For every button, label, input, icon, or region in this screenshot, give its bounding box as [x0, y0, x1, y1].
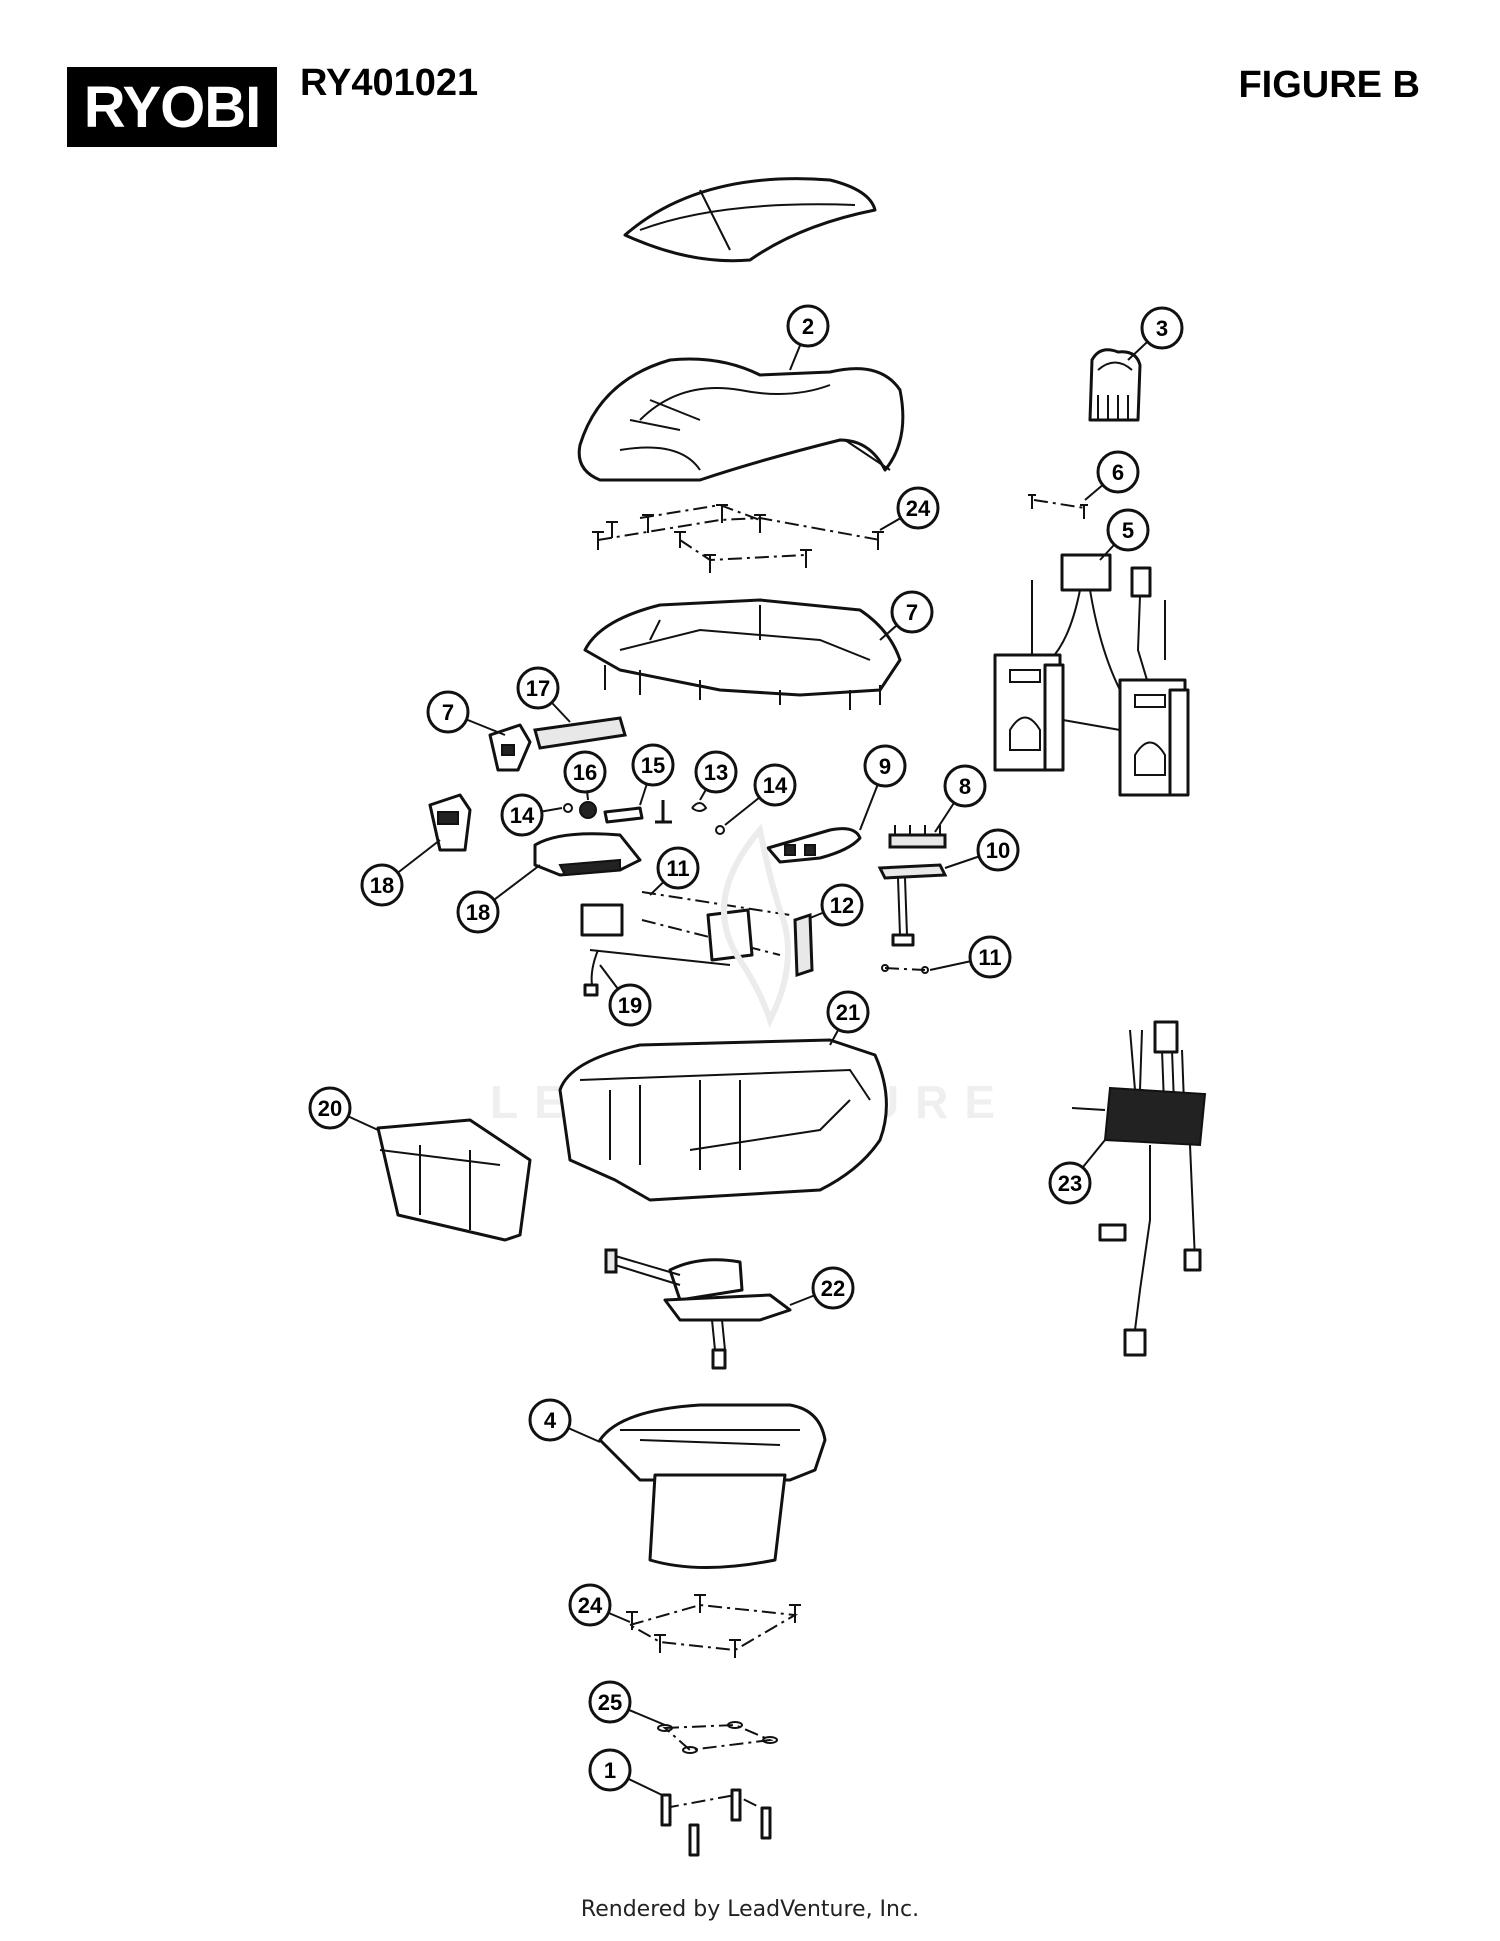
small-screw-pair — [1028, 494, 1088, 519]
foam-pad-part — [533, 716, 627, 750]
blade-housing-part — [598, 1403, 827, 1569]
callout-number: 22 — [821, 1276, 845, 1301]
callout-circle — [826, 990, 870, 1034]
callout-circle — [1140, 306, 1184, 350]
callout-circle — [943, 764, 987, 808]
handle-part — [766, 827, 862, 864]
callout-number: 6 — [1112, 460, 1124, 485]
screw-set-upper — [592, 503, 884, 573]
callout-number: 25 — [598, 1690, 622, 1715]
callout-circle — [1106, 508, 1150, 552]
chassis-frame-part — [583, 598, 902, 710]
callout-number: 16 — [573, 760, 597, 785]
callout-circle — [588, 1680, 632, 1724]
pin-set — [660, 1788, 772, 1857]
battery-mount-assembly — [993, 553, 1190, 797]
callout-number: 14 — [763, 773, 788, 798]
sensor-wire-part — [877, 863, 948, 947]
main-housing-part — [558, 1038, 888, 1202]
brand-logo-text: RYOBI — [83, 74, 262, 140]
callout-circle — [500, 793, 544, 837]
callout-circle — [820, 883, 864, 927]
side-cover-large — [533, 832, 642, 877]
ryobi-logo: RYOBI — [67, 67, 277, 147]
callout-number: 23 — [1058, 1171, 1082, 1196]
callout-number: 14 — [510, 803, 535, 828]
callout-circle — [786, 304, 830, 348]
front-bumper-part — [376, 1118, 532, 1242]
callout-circle — [456, 890, 500, 934]
callout-number: 19 — [618, 993, 642, 1018]
callout-circle — [656, 846, 700, 890]
footer-credit: Rendered by LeadVenture, Inc. — [580, 1897, 920, 1922]
callout-number: 7 — [906, 600, 918, 625]
small-hardware-row — [563, 800, 725, 835]
callout-number: 11 — [666, 856, 689, 881]
screw-pair-right — [881, 964, 929, 974]
screw-set-lower — [626, 1594, 801, 1658]
callout-number: 7 — [442, 700, 454, 725]
callout-number: 4 — [544, 1408, 557, 1433]
callout-circle — [528, 1398, 572, 1442]
controller-harness-part — [1071, 1020, 1207, 1357]
callout-number: 15 — [641, 753, 665, 778]
callout-circle — [968, 935, 1012, 979]
callout-circle — [308, 1086, 352, 1130]
callout-number: 18 — [466, 900, 490, 925]
callout-circle — [360, 863, 404, 907]
motor-assembly-part — [604, 1248, 792, 1370]
model-number: RY401021 — [300, 62, 479, 104]
clip-part — [488, 723, 532, 772]
callout-number: 13 — [704, 760, 728, 785]
callout-number: 9 — [879, 754, 891, 779]
callout-circle — [588, 1748, 632, 1792]
callout-circle — [516, 666, 560, 710]
callout-number: 3 — [1156, 316, 1168, 341]
callout-number: 11 — [978, 945, 1001, 970]
callout-circle — [426, 690, 470, 734]
callout-number: 21 — [836, 1000, 860, 1025]
callout-number: 24 — [578, 1593, 603, 1618]
figure-label: FIGURE B — [1238, 64, 1420, 106]
callout-number: 5 — [1122, 518, 1134, 543]
callout-circle — [608, 983, 652, 1027]
callout-circle — [811, 1266, 855, 1310]
callout-number: 2 — [802, 314, 814, 339]
watermark-flame — [721, 823, 791, 1028]
callout-number: 12 — [830, 893, 854, 918]
callout-circle — [890, 590, 934, 634]
contact-strip-part — [888, 825, 947, 849]
callout-circle — [976, 828, 1020, 872]
callout-circle — [753, 763, 797, 807]
callout-circle — [1096, 450, 1140, 494]
side-cover-small — [428, 793, 472, 852]
callout-circle — [568, 1583, 612, 1627]
upper-housing-part — [577, 357, 905, 482]
callout-number: 8 — [959, 774, 971, 799]
connector-part — [1088, 348, 1142, 422]
callout-number: 17 — [526, 676, 550, 701]
callout-number: 18 — [370, 873, 394, 898]
callout-number: 20 — [318, 1096, 342, 1121]
callout-circle — [631, 743, 675, 787]
callout-number: 10 — [986, 838, 1010, 863]
callout-circle — [563, 750, 607, 794]
callout-circle — [896, 486, 940, 530]
callout-number: 24 — [906, 496, 931, 521]
callout-circle — [694, 750, 738, 794]
callout-number: 1 — [604, 1758, 616, 1783]
washer-set — [657, 1721, 778, 1754]
top-cover-part — [623, 177, 877, 263]
strip-part — [793, 912, 814, 978]
circuit-board-part — [580, 891, 791, 997]
callout-circle — [863, 744, 907, 788]
callout-circle — [1048, 1161, 1092, 1205]
